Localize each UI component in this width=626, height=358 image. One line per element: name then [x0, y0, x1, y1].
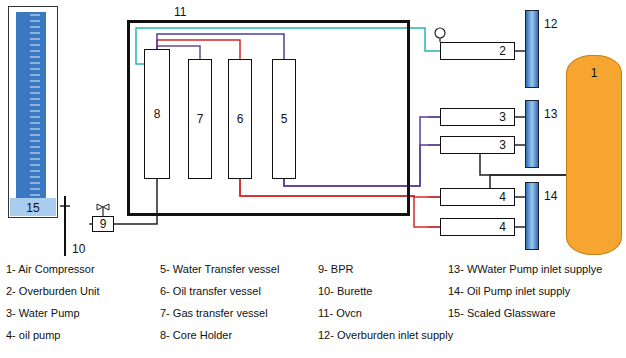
supply-tube: 12 — [525, 10, 539, 88]
supply-tube: 14 — [525, 182, 539, 250]
key-entry: 2- Overburden Unit — [6, 285, 100, 298]
callout-number: 14 — [544, 189, 557, 203]
callout-number: 7 — [197, 112, 204, 126]
key-entry: 6- Oil transfer vessel — [160, 285, 261, 298]
pipe-line — [515, 196, 525, 198]
oven: 876511 — [127, 20, 410, 216]
water-pump: 3 — [440, 108, 515, 126]
air-compressor: 1 — [566, 55, 622, 255]
pipe-line — [240, 179, 440, 197]
callout-number: 6 — [237, 112, 244, 126]
key-entry: 10- Burette — [318, 285, 372, 298]
key-entry: 3- Water Pump — [6, 307, 80, 320]
pipe-line — [240, 179, 440, 227]
callout-number: 5 — [281, 112, 288, 126]
oil-pump: 4 — [440, 188, 515, 206]
pipe-line — [515, 226, 525, 228]
callout-number: 4 — [499, 220, 506, 234]
glass-column — [16, 12, 46, 200]
overburden-unit: 2 — [440, 42, 515, 60]
pipe-line — [114, 179, 157, 224]
water-pump: 3 — [440, 136, 515, 154]
callout-number: 13 — [544, 107, 557, 121]
scaled-glassware: 15 — [8, 6, 58, 218]
scale-ticks — [16, 12, 46, 200]
pipe-line — [515, 144, 525, 146]
pipe-line — [515, 116, 525, 118]
transfer-vessel: 7 — [188, 59, 212, 179]
transfer-vessel: 5 — [272, 59, 296, 179]
callout-number: 2 — [499, 44, 506, 58]
transfer-vessel: 6 — [228, 59, 252, 179]
key-entry: 14- Oil Pump inlet supply — [448, 285, 570, 298]
supply-tube: 13 — [525, 100, 539, 168]
key-entry: 1- Air Compressor — [6, 263, 95, 276]
callout-number: 11 — [174, 5, 186, 19]
callout-number: 8 — [154, 107, 161, 121]
key-entry: 7- Gas transfer vessel — [160, 307, 268, 320]
key-entry: 9- BPR — [318, 263, 353, 276]
beaker-liquid — [10, 198, 56, 216]
valve-stem — [102, 208, 103, 216]
pipe-line — [515, 50, 525, 52]
key-entry: 11- Ovcn — [318, 307, 362, 320]
key-entry: 13- WWater Pump inlet supplye — [448, 263, 602, 276]
key-entry: 5- Water Transfer vessel — [160, 263, 279, 276]
callout-number: 10 — [72, 242, 85, 256]
pipe-line — [480, 154, 566, 175]
core-holder: 8 — [144, 49, 170, 179]
key-entry: 4- oil pump — [6, 329, 60, 342]
pipe-line — [284, 117, 440, 186]
callout-number: 9 — [100, 217, 107, 231]
key-entry: 12- Overburden inlet supply — [318, 329, 453, 342]
pipe-line — [284, 145, 440, 186]
callout-number: 3 — [499, 138, 506, 152]
pressure-gauge — [435, 28, 445, 38]
callout-number: 3 — [499, 110, 506, 124]
burette: 10 — [64, 196, 89, 256]
oil-pump: 4 — [440, 218, 515, 236]
pipe-line — [157, 34, 284, 59]
callout-number: 1 — [591, 66, 598, 80]
callout-number: 12 — [544, 17, 557, 31]
valve-symbol — [97, 204, 109, 210]
key-entry: 15- Scaled Glassware — [448, 307, 556, 320]
callout-number: 4 — [499, 190, 506, 204]
key-entry: 8- Core Holder — [160, 329, 232, 342]
bpr-valve: 9 — [92, 216, 114, 232]
callout-number: 15 — [24, 201, 41, 215]
